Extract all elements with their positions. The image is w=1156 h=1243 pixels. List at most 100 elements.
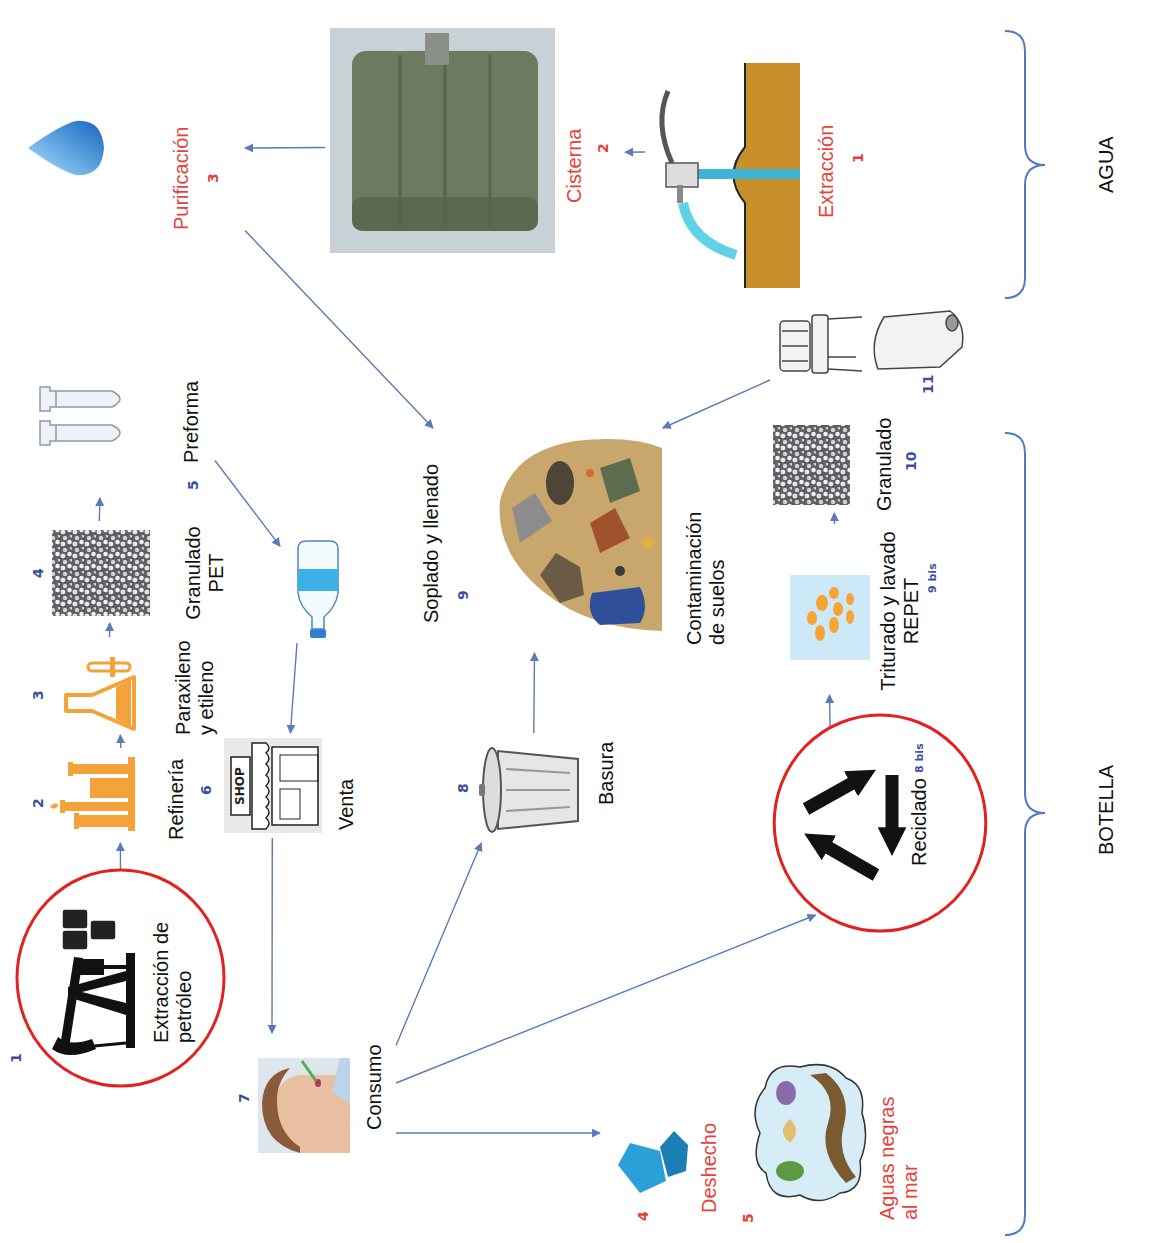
shredded-flakes-photo — [846, 610, 854, 624]
refinery-icon — [64, 802, 130, 811]
flow-arrow — [245, 147, 325, 149]
refinery-icon — [78, 815, 130, 827]
water-step: Purificación3 — [20, 88, 245, 238]
step-label: Refinería — [165, 759, 188, 840]
flow-arrow — [99, 498, 101, 521]
plastic-furniture-icon — [946, 315, 958, 331]
pumpjack-icon — [90, 920, 116, 940]
trash-can-icon — [479, 748, 578, 832]
callout-number: 3 — [205, 173, 222, 183]
shredded-flakes-photo — [829, 587, 839, 599]
shredded-flakes-photo — [833, 602, 843, 616]
step-label: Basura — [595, 742, 618, 805]
pumpjack-icon — [126, 953, 135, 1048]
shop-icon — [280, 755, 318, 781]
litter-pile — [540, 553, 584, 603]
process-step: 5Preforma — [20, 373, 215, 498]
plastic-furniture-icon — [874, 311, 963, 369]
water-drop-icon — [28, 121, 104, 175]
trash-can-icon — [506, 807, 570, 811]
step-label: Soplado y llenado — [420, 464, 443, 623]
litter-pile — [500, 439, 662, 631]
step-label: Consumo — [363, 1044, 386, 1130]
callout-number: 3 — [30, 690, 47, 700]
refinery-icon — [74, 813, 79, 829]
flow-arrow — [396, 915, 816, 1083]
flask-icon — [88, 663, 130, 671]
pumpjack-icon — [94, 1043, 126, 1046]
water-bracket — [1005, 31, 1045, 298]
shop-icon — [272, 747, 318, 825]
sign-text: SHOP — [233, 767, 247, 805]
flow-arrow — [663, 380, 770, 428]
callout-number: 2 — [595, 143, 612, 153]
litter-pile — [642, 537, 654, 549]
flask-icon — [66, 677, 134, 729]
process-step: 6Venta — [198, 733, 363, 838]
step-label: Granulado PET — [182, 524, 228, 622]
hand-pump-icon — [666, 163, 698, 187]
shredded-flakes-photo — [807, 587, 854, 641]
flow-arrow — [271, 838, 273, 1033]
step-label: Venta — [335, 779, 358, 830]
hand-pump-icon — [694, 169, 800, 179]
litter-pile — [500, 439, 662, 631]
refinery-icon — [72, 764, 130, 774]
pumpjack-icon — [62, 909, 116, 950]
trash-can-icon — [479, 784, 485, 796]
discarded-bottle-shapes — [618, 1143, 666, 1193]
preform-icon — [40, 387, 120, 411]
sewage-sea-picture — [755, 1065, 866, 1201]
hand-pump-icon — [662, 91, 672, 163]
pumpjack-icon — [52, 909, 135, 1055]
waste-step: 5Aguas negras al mar — [738, 1053, 948, 1228]
drinking-photo — [262, 1068, 300, 1153]
flow-arrow — [396, 843, 481, 1046]
flow-arrow — [625, 151, 645, 153]
discarded-bottle-shapes — [618, 1131, 688, 1193]
flow-arrow — [290, 643, 297, 733]
waste-step: 4Deshecho — [600, 1110, 730, 1225]
recycle-symbol — [806, 781, 856, 809]
callout-number: 11 — [920, 375, 937, 394]
process-step: Soplado y llenado — [280, 428, 450, 643]
litter-pile — [590, 508, 630, 553]
refinery-icon — [50, 757, 135, 831]
drinking-photo — [258, 1058, 350, 1153]
drinking-photo — [332, 1058, 350, 1103]
plastic-furniture-icon — [828, 369, 862, 371]
sewage-sea-picture — [776, 1161, 804, 1181]
bottle-bracket — [1005, 433, 1045, 1235]
recycled-granules-photo — [773, 425, 850, 505]
sewage-sea-picture — [755, 1065, 866, 1201]
pumpjack-icon — [104, 965, 126, 969]
circle-outline — [774, 715, 986, 931]
bottle-icon — [298, 541, 338, 629]
circle-outline — [17, 870, 224, 1086]
refinery-icon — [50, 803, 58, 808]
sewage-sea-picture — [810, 1073, 856, 1183]
flow-arrow — [834, 513, 836, 524]
trash-can-icon — [498, 751, 578, 829]
step-label: Contaminación de suelos — [683, 495, 729, 645]
step-label: Triturado y lavado REPET — [877, 527, 923, 695]
circled-step: Reciclado 8 bis — [765, 708, 995, 938]
callout-number: 8 bis — [913, 743, 926, 773]
flow-arrow — [120, 843, 121, 870]
preform-icon — [40, 387, 120, 445]
bottle-icon — [310, 629, 326, 638]
callout-number: 4 — [635, 1211, 652, 1221]
discarded-bottle-shapes — [660, 1131, 688, 1177]
preform-icon — [55, 425, 57, 441]
step-label: Reciclado — [908, 778, 931, 866]
refinery-icon — [60, 800, 65, 813]
plastic-furniture-icon — [828, 317, 862, 319]
pumpjack-icon — [60, 957, 83, 1048]
litter-pile — [590, 587, 645, 625]
step-label: Extracción de petróleo — [150, 893, 196, 1043]
circle-outline — [8, 863, 233, 1093]
callout-number: 5 — [740, 1213, 757, 1223]
plastic-furniture-icon — [780, 321, 810, 371]
shredded-flakes-photo — [790, 575, 870, 660]
process-step: 4Granulado PET — [30, 521, 240, 623]
